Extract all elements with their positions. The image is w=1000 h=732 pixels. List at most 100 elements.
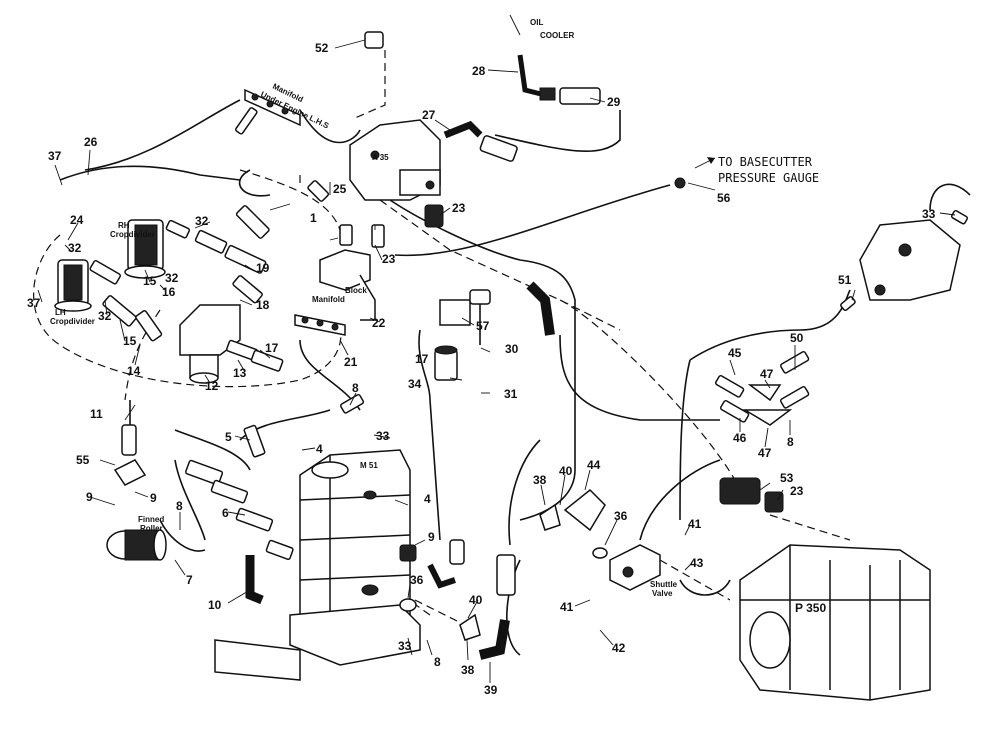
oil-cooler-leader bbox=[509, 14, 521, 36]
callout-8: 8 bbox=[176, 499, 183, 513]
callout-31: 31 bbox=[504, 387, 518, 401]
basecutter-arrowhead bbox=[707, 157, 715, 164]
callout-10: 10 bbox=[208, 598, 222, 612]
fittings bbox=[89, 31, 969, 660]
cooler-label: COOLER bbox=[540, 31, 574, 40]
rh-cropdivider bbox=[124, 219, 166, 279]
manifold-top bbox=[244, 88, 301, 127]
callout-46: 46 bbox=[733, 431, 747, 445]
lh-cropdivider bbox=[54, 259, 92, 312]
finned-roller-label-2: Roller bbox=[140, 524, 163, 533]
mounting-plate bbox=[214, 639, 301, 681]
callout-38: 38 bbox=[533, 473, 547, 487]
rh-cropdivider-label-2: Cropdivider bbox=[110, 230, 155, 239]
callout-17: 17 bbox=[265, 341, 279, 355]
oil-label: OIL bbox=[530, 18, 543, 27]
callout-24: 24 bbox=[70, 213, 84, 227]
callout-37: 37 bbox=[48, 149, 62, 163]
callout-12: 12 bbox=[205, 379, 219, 393]
callout-38: 38 bbox=[461, 663, 475, 677]
callout-26: 26 bbox=[84, 135, 98, 149]
callout-41: 41 bbox=[688, 517, 702, 531]
callout-19: 19 bbox=[256, 261, 270, 275]
callout-37: 37 bbox=[27, 296, 41, 310]
manifold-mid-label: Manifold bbox=[312, 295, 345, 304]
pump-p350 bbox=[739, 544, 931, 701]
basecutter-note-line2: PRESSURE GAUGE bbox=[718, 171, 819, 185]
callout-21: 21 bbox=[344, 355, 358, 369]
control-valve-a35 bbox=[349, 119, 441, 201]
callout-23: 23 bbox=[382, 252, 396, 266]
callout-28: 28 bbox=[472, 64, 486, 78]
finned-roller-label-1: Finned bbox=[138, 515, 164, 524]
callout-16: 16 bbox=[162, 285, 176, 299]
callout-5: 5 bbox=[225, 430, 232, 444]
callout-32: 32 bbox=[195, 214, 209, 228]
dashed-reference-lines bbox=[33, 50, 851, 626]
manifold-mid bbox=[294, 314, 346, 336]
callout-36: 36 bbox=[614, 509, 628, 523]
callout-8: 8 bbox=[434, 655, 441, 669]
callout-8: 8 bbox=[787, 435, 794, 449]
filter-block bbox=[179, 304, 241, 384]
callout-4: 4 bbox=[316, 442, 323, 456]
lh-cropdivider-label-1: LH bbox=[55, 308, 66, 317]
callout-numbers: 52 28 29 27 26 37 25 23 56 33 24 32 32 3… bbox=[27, 41, 936, 697]
valve-a35-label: A 35 bbox=[372, 153, 389, 162]
callout-4: 4 bbox=[424, 492, 431, 506]
shuttle-valve bbox=[609, 544, 661, 591]
callout-27: 27 bbox=[422, 108, 436, 122]
basecutter-note-line1: TO BASECUTTER bbox=[718, 155, 813, 169]
finned-roller-motor bbox=[106, 529, 167, 561]
pump-p350-label: P 350 bbox=[795, 601, 826, 615]
callout-32: 32 bbox=[165, 271, 179, 285]
callout-30: 30 bbox=[505, 342, 519, 356]
callout-41: 41 bbox=[560, 600, 574, 614]
callout-44: 44 bbox=[587, 458, 601, 472]
callout-45: 45 bbox=[728, 346, 742, 360]
rh-cropdivider-label-1: RH bbox=[118, 221, 130, 230]
callout-39: 39 bbox=[484, 683, 498, 697]
leader-lines bbox=[37, 39, 956, 683]
callout-32: 32 bbox=[98, 309, 112, 323]
callout-15: 15 bbox=[123, 334, 137, 348]
callout-9: 9 bbox=[428, 530, 435, 544]
callout-55: 55 bbox=[76, 453, 90, 467]
callout-9: 9 bbox=[86, 490, 93, 504]
hose-lines bbox=[59, 99, 971, 656]
callout-8: 8 bbox=[352, 381, 359, 395]
callout-9: 9 bbox=[150, 491, 157, 505]
callout-25: 25 bbox=[333, 182, 347, 196]
callout-1: 1 bbox=[310, 211, 317, 225]
control-valve-right bbox=[859, 219, 961, 301]
callout-7: 7 bbox=[186, 573, 193, 587]
callout-14: 14 bbox=[127, 364, 141, 378]
callout-17: 17 bbox=[415, 352, 429, 366]
callout-50: 50 bbox=[790, 331, 804, 345]
callout-13: 13 bbox=[233, 366, 247, 380]
block-label: Block bbox=[345, 286, 367, 295]
callout-33: 33 bbox=[922, 207, 936, 221]
callout-11: 11 bbox=[90, 407, 103, 421]
callout-23: 23 bbox=[452, 201, 466, 215]
callout-32: 32 bbox=[68, 241, 82, 255]
callout-33: 33 bbox=[376, 429, 390, 443]
callout-47: 47 bbox=[760, 367, 774, 381]
pump-m51-label: M 51 bbox=[360, 461, 378, 470]
callout-43: 43 bbox=[690, 556, 704, 570]
callout-56: 56 bbox=[717, 191, 731, 205]
callout-36: 36 bbox=[410, 573, 424, 587]
shuttle-valve-label-1: Shuttle bbox=[650, 580, 678, 589]
callout-40: 40 bbox=[559, 464, 573, 478]
callout-29: 29 bbox=[607, 95, 621, 109]
callout-47: 47 bbox=[758, 446, 772, 460]
shuttle-valve-label-2: Valve bbox=[652, 589, 673, 598]
callout-52: 52 bbox=[315, 41, 329, 55]
callout-57: 57 bbox=[476, 319, 490, 333]
callout-22: 22 bbox=[372, 316, 386, 330]
callout-42: 42 bbox=[612, 641, 626, 655]
pump-m51 bbox=[289, 449, 421, 666]
callout-23: 23 bbox=[790, 484, 804, 498]
lh-cropdivider-label-2: Cropdivider bbox=[50, 317, 95, 326]
